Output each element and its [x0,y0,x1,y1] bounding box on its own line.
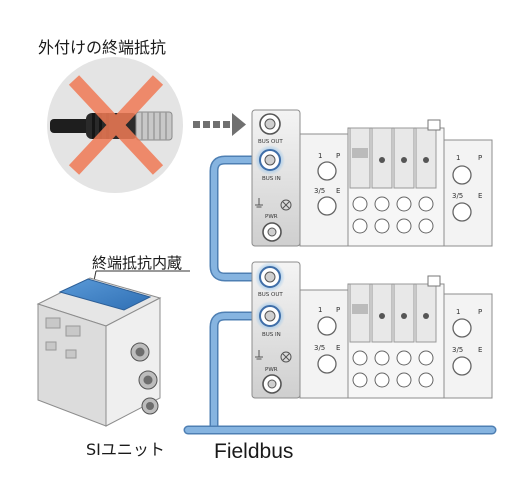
fieldbus-cables [183,155,497,435]
svg-text:E: E [478,346,482,354]
svg-text:P: P [336,152,340,160]
manifold-upper: BUS OUT BUS IN PWR 1 P 3/5 E [251,109,493,247]
dashed-arrow-icon [193,113,246,136]
fieldbus-label: Fieldbus [214,440,294,463]
end-plate-right [443,293,493,399]
end-plate-left [299,289,349,399]
svg-text:E: E [336,344,340,352]
svg-text:E: E [478,192,482,200]
svg-text:BUS IN: BUS IN [262,332,281,338]
built-in-terminator-label: 終端抵抗内蔵 [92,254,183,272]
si-unit-illustration [36,270,190,427]
svg-text:BUS IN: BUS IN [262,176,281,182]
ground-symbol-icon [255,198,263,208]
svg-text:E: E [336,187,340,195]
si-unit-blue-panel [58,278,152,311]
svg-text:P: P [478,308,482,316]
svg-text:BUS OUT: BUS OUT [258,292,283,298]
svg-text:1: 1 [456,154,460,162]
svg-text:BUS OUT: BUS OUT [258,139,283,145]
valve-stations-lower [347,275,445,399]
cable-link-lower-core [211,313,265,433]
ground-symbol-icon [255,350,263,360]
cable-body [50,119,90,133]
svg-text:3/5: 3/5 [452,192,463,200]
external-terminator-illustration [47,57,183,193]
svg-text:PWR: PWR [265,367,278,373]
svg-text:3/5: 3/5 [452,346,463,354]
svg-text:3/5: 3/5 [314,187,325,195]
red-x-icon [68,75,164,175]
end-plate-left [299,133,349,247]
external-terminator-label: 外付けの終端抵抗 [38,38,167,57]
si-unit-connectors [130,342,159,415]
svg-text:1: 1 [456,308,460,316]
svg-text:1: 1 [318,152,322,160]
svg-text:PWR: PWR [265,214,278,220]
svg-text:1: 1 [318,306,322,314]
cable-link-upper-core [211,157,265,280]
svg-text:P: P [336,306,340,314]
svg-text:P: P [478,154,482,162]
manifold-lower: BUS OUT BUS IN PWR 1 P 3/5 E [251,261,493,399]
valve-stations-upper [347,119,445,247]
end-plate-right [443,139,493,247]
svg-text:3/5: 3/5 [314,344,325,352]
si-unit-front [105,297,161,427]
si-unit-label: SIユニット [86,440,165,459]
